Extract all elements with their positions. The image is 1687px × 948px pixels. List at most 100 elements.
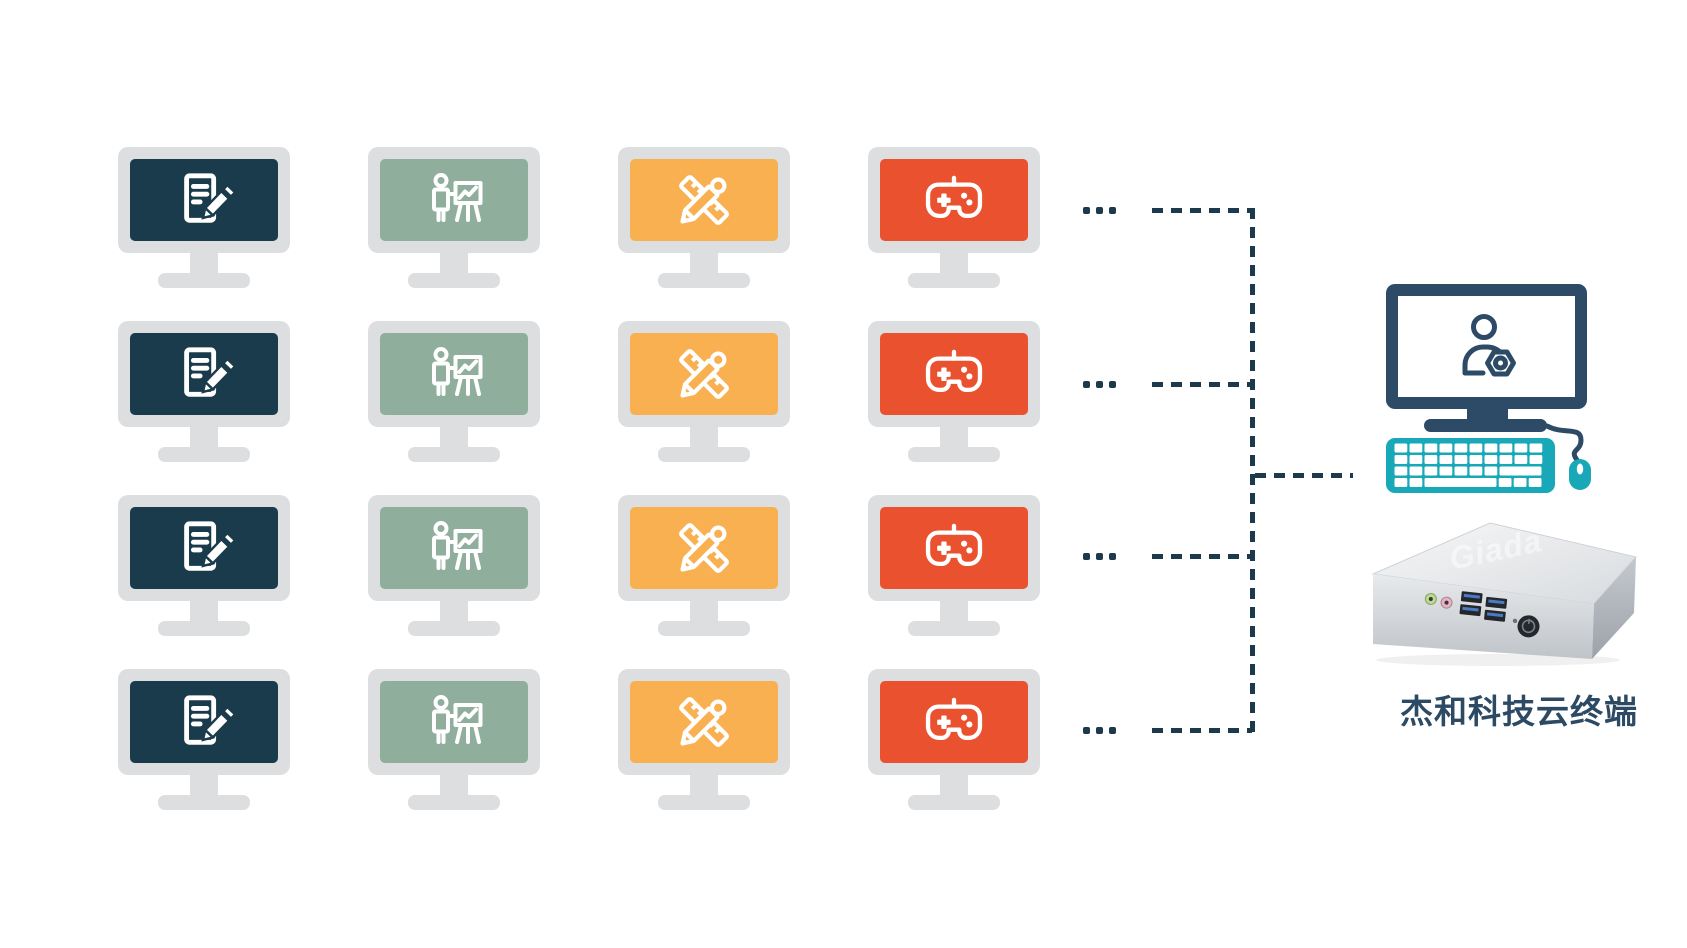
monitor-screen	[880, 507, 1028, 589]
monitor-bezel	[118, 495, 290, 601]
monitor-stand-neck	[690, 251, 718, 273]
session-ellipsis	[1083, 380, 1116, 388]
monitor-screen	[630, 507, 778, 589]
user-gear-icon	[1462, 314, 1516, 377]
presentation-icon	[432, 347, 483, 396]
monitor-screen	[880, 159, 1028, 241]
monitor-presentation	[368, 147, 540, 290]
monitor-stand-base	[658, 273, 750, 288]
monitor-stand-base	[158, 795, 250, 810]
monitor-stand-neck	[440, 773, 468, 795]
monitor-bezel	[118, 147, 290, 253]
gamepad-icon	[925, 175, 983, 219]
monitor-stand-base	[908, 795, 1000, 810]
monitor-stand-base	[408, 273, 500, 288]
monitor-stand-base	[658, 621, 750, 636]
monitor-stand-neck	[190, 599, 218, 621]
monitor-screen	[380, 333, 528, 415]
monitor-gaming	[868, 321, 1040, 464]
document-edit-icon	[184, 521, 235, 571]
session-ellipsis	[1083, 206, 1116, 214]
monitor-stand-base	[658, 795, 750, 810]
monitor-bezel	[368, 147, 540, 253]
monitor-screen	[880, 333, 1028, 415]
document-edit-icon	[184, 347, 235, 397]
monitor-stand-neck	[940, 773, 968, 795]
presentation-icon	[432, 173, 483, 222]
connection-line-row	[1152, 207, 1252, 213]
monitor-screen	[380, 507, 528, 589]
monitor-stand-neck	[940, 251, 968, 273]
monitor-screen	[130, 681, 278, 763]
monitor-stand-neck	[190, 251, 218, 273]
cloud-terminal-device: Giada	[1371, 522, 1637, 666]
monitor-bezel	[368, 321, 540, 427]
monitor-stand-neck	[690, 599, 718, 621]
monitor-bezel	[618, 495, 790, 601]
monitor-design	[618, 495, 790, 638]
connection-line-row	[1152, 381, 1252, 387]
monitor-bezel	[368, 669, 540, 775]
monitor-design	[618, 669, 790, 812]
cloud-terminal-label: 杰和科技云终端	[1400, 693, 1638, 730]
connection-line-row	[1152, 727, 1252, 733]
monitor-stand-base	[408, 795, 500, 810]
monitor-design	[618, 147, 790, 290]
monitor-screen	[880, 681, 1028, 763]
monitor-stand-neck	[940, 599, 968, 621]
connection-line-row	[1152, 553, 1252, 559]
monitor-screen	[130, 159, 278, 241]
device-side-face	[1592, 557, 1636, 659]
monitor-stand-neck	[690, 773, 718, 795]
design-tools-icon	[678, 172, 732, 226]
monitor-documents	[118, 495, 290, 638]
monitor-gaming	[868, 495, 1040, 638]
presentation-icon	[432, 521, 483, 570]
monitor-documents	[118, 669, 290, 812]
admin-monitor	[1386, 284, 1587, 432]
presentation-icon	[432, 695, 483, 744]
monitor-grid	[118, 147, 1040, 812]
monitor-bezel	[368, 495, 540, 601]
monitor-stand-neck	[190, 425, 218, 447]
monitor-stand-base	[658, 447, 750, 462]
monitor-screen	[630, 333, 778, 415]
device-shadow	[1376, 654, 1620, 666]
monitor-stand-neck	[690, 425, 718, 447]
mouse-cable	[1544, 423, 1584, 463]
device-front-ports	[1424, 591, 1540, 638]
monitor-stand-base	[158, 447, 250, 462]
monitor-stand-neck	[190, 773, 218, 795]
monitor-screen	[130, 333, 278, 415]
design-tools-icon	[678, 694, 732, 748]
design-tools-icon	[678, 346, 732, 400]
monitor-stand-base	[408, 621, 500, 636]
monitor-screen	[130, 507, 278, 589]
monitor-stand-base	[408, 447, 500, 462]
gamepad-icon	[925, 349, 983, 393]
session-ellipsis	[1083, 726, 1116, 734]
admin-keyboard	[1386, 438, 1555, 493]
monitor-bezel	[868, 495, 1040, 601]
reset-hole	[1512, 618, 1518, 624]
monitor-bezel	[618, 669, 790, 775]
monitor-stand-neck	[440, 599, 468, 621]
monitor-presentation	[368, 495, 540, 638]
session-ellipsis	[1083, 552, 1116, 560]
monitor-screen	[380, 681, 528, 763]
monitor-bezel	[868, 321, 1040, 427]
monitor-stand-base	[908, 447, 1000, 462]
admin-computer	[1386, 284, 1591, 493]
document-edit-icon	[184, 695, 235, 745]
design-tools-icon	[678, 520, 732, 574]
monitor-stand-neck	[440, 425, 468, 447]
keyboard-keys	[1394, 443, 1543, 487]
connection-line-to-admin	[1255, 473, 1353, 478]
connection-line-trunk	[1250, 208, 1255, 733]
document-edit-icon	[184, 173, 235, 223]
monitor-bezel	[618, 321, 790, 427]
monitor-bezel	[868, 669, 1040, 775]
monitor-gaming	[868, 147, 1040, 290]
monitor-stand-base	[158, 621, 250, 636]
